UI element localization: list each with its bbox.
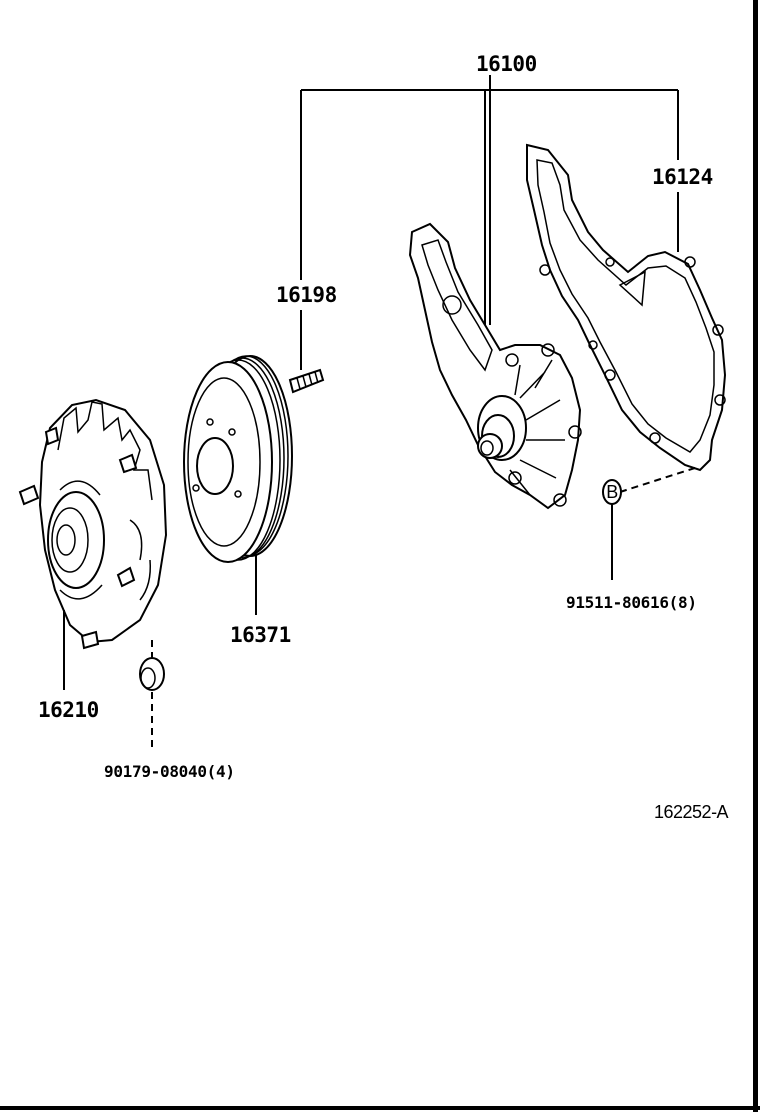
- gasket-16124: [526, 143, 727, 472]
- bolt-91511: B: [602, 466, 699, 580]
- label-16210: 16210: [38, 698, 99, 722]
- bracket-16100: [300, 75, 679, 370]
- fan-clutch-16210: [18, 398, 168, 690]
- label-91511: 91511-80616(8): [566, 593, 697, 612]
- label-16198: 16198: [276, 283, 337, 307]
- page-frame-bottom: [0, 1106, 760, 1110]
- label-16124: 16124: [652, 165, 713, 189]
- stud-16198: [288, 368, 325, 394]
- diagram-reference: 162252-A: [654, 802, 729, 822]
- water-pump-16100: [408, 222, 582, 510]
- nut-90179: [139, 640, 165, 750]
- bolt-marker-label: B: [606, 482, 618, 502]
- label-16100: 16100: [476, 52, 537, 76]
- pulley-16371: [183, 355, 293, 615]
- label-90179: 90179-08040(4): [104, 762, 235, 781]
- page-frame-right: [753, 0, 758, 1112]
- label-16371: 16371: [230, 623, 291, 647]
